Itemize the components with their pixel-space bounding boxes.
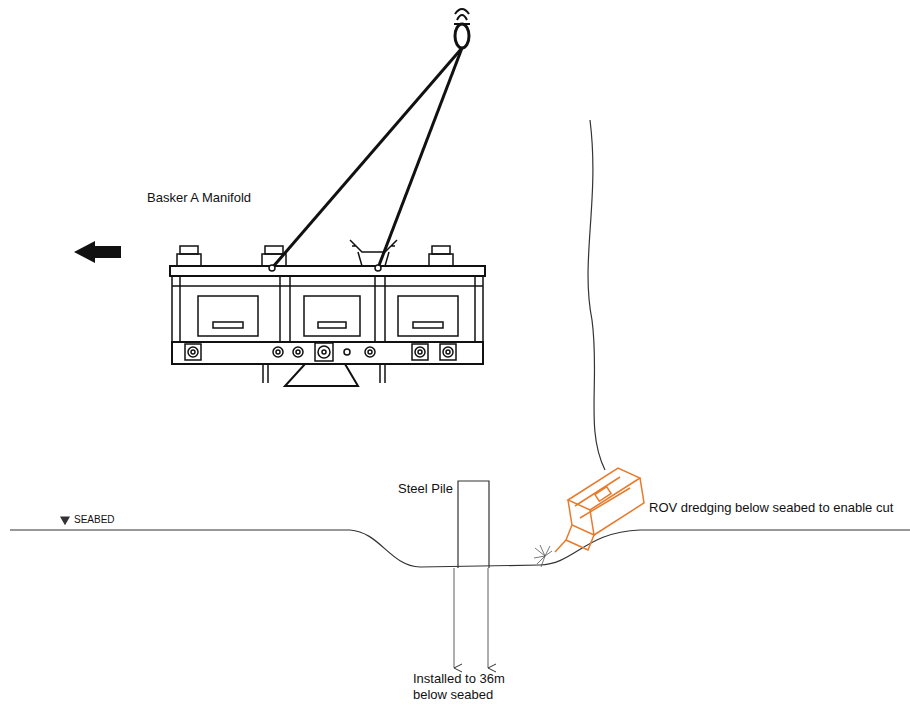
dimension-note: Installed to 36m below seabed bbox=[413, 671, 523, 703]
rov-tether bbox=[588, 120, 605, 470]
seabed-line bbox=[10, 517, 910, 567]
seabed-label: SEABED bbox=[74, 512, 115, 528]
crane-hook bbox=[454, 9, 470, 48]
lift-slings bbox=[272, 48, 462, 268]
dredge-spark bbox=[534, 545, 552, 567]
manifold bbox=[170, 240, 485, 386]
part-label: Basker A Manifold bbox=[147, 190, 251, 206]
steel-pile bbox=[454, 481, 489, 668]
part-label: Steel Pile bbox=[398, 481, 453, 497]
direction-arrow bbox=[74, 241, 121, 263]
rov bbox=[555, 468, 644, 552]
callout-note: ROV dredging below seabed to enable cut bbox=[647, 500, 895, 516]
